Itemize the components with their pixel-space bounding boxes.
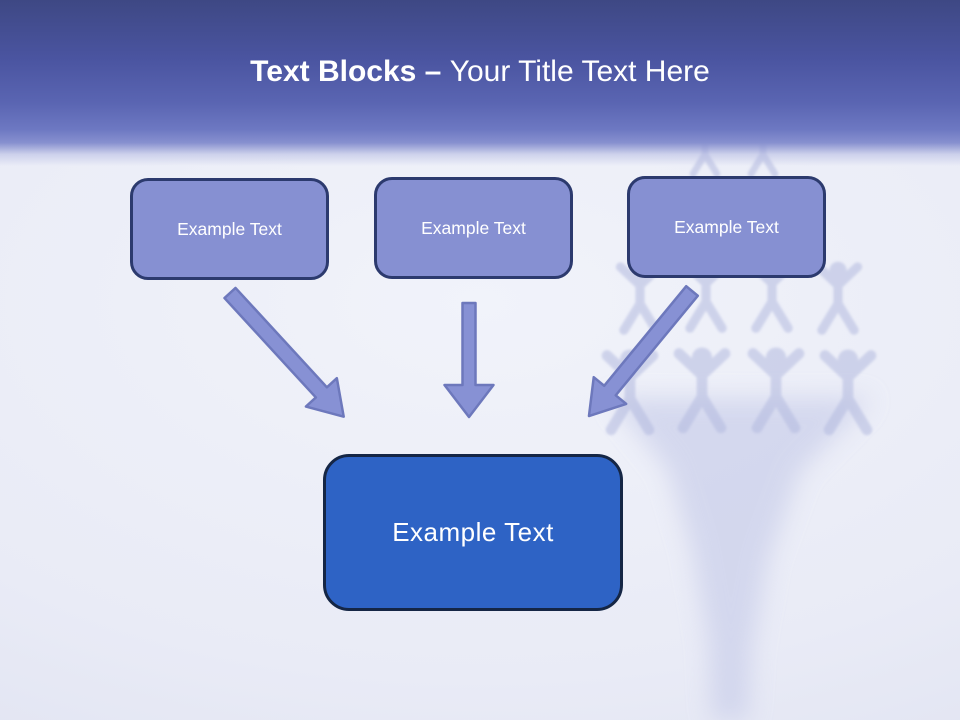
text-block-1[interactable]: Example Text <box>130 178 329 280</box>
center-text-block[interactable]: Example Text <box>323 454 623 611</box>
text-block-2-label: Example Text <box>421 217 526 238</box>
text-block-3-label: Example Text <box>674 216 779 237</box>
text-block-3[interactable]: Example Text <box>627 176 826 278</box>
text-block-1-label: Example Text <box>177 218 282 239</box>
title-regular-segment: Your Title Text Here <box>449 55 710 88</box>
center-text-block-label: Example Text <box>392 517 554 547</box>
text-block-2[interactable]: Example Text <box>374 177 573 279</box>
title-bold-segment: Text Blocks – <box>250 55 450 88</box>
page-title[interactable]: Text Blocks – Your Title Text Here <box>0 50 960 94</box>
watermark-reflection <box>610 398 872 720</box>
title-band <box>0 0 960 166</box>
